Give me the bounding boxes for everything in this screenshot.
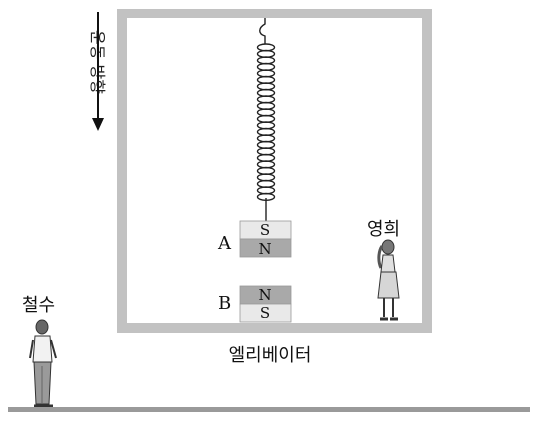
person-left-label: 철수 <box>22 295 55 316</box>
magnet-a-top-pole: S <box>260 221 270 239</box>
person-right-figure <box>377 239 400 321</box>
motion-direction-arrow <box>92 12 104 131</box>
magnet-b: N S <box>239 285 292 323</box>
elevator-label: 엘리베이터 <box>229 345 312 366</box>
person-right-label: 영희 <box>367 219 400 240</box>
person-left-figure <box>29 319 57 408</box>
magnet-b-bottom-pole: S <box>260 304 270 322</box>
magnet-b-label: B <box>218 293 231 314</box>
spring <box>256 18 276 221</box>
magnet-a: S N <box>239 220 292 258</box>
magnet-b-top-pole: N <box>258 286 271 304</box>
magnet-a-label: A <box>217 233 232 254</box>
magnet-a-bottom-pole: N <box>258 240 271 258</box>
ground-line <box>8 407 530 412</box>
